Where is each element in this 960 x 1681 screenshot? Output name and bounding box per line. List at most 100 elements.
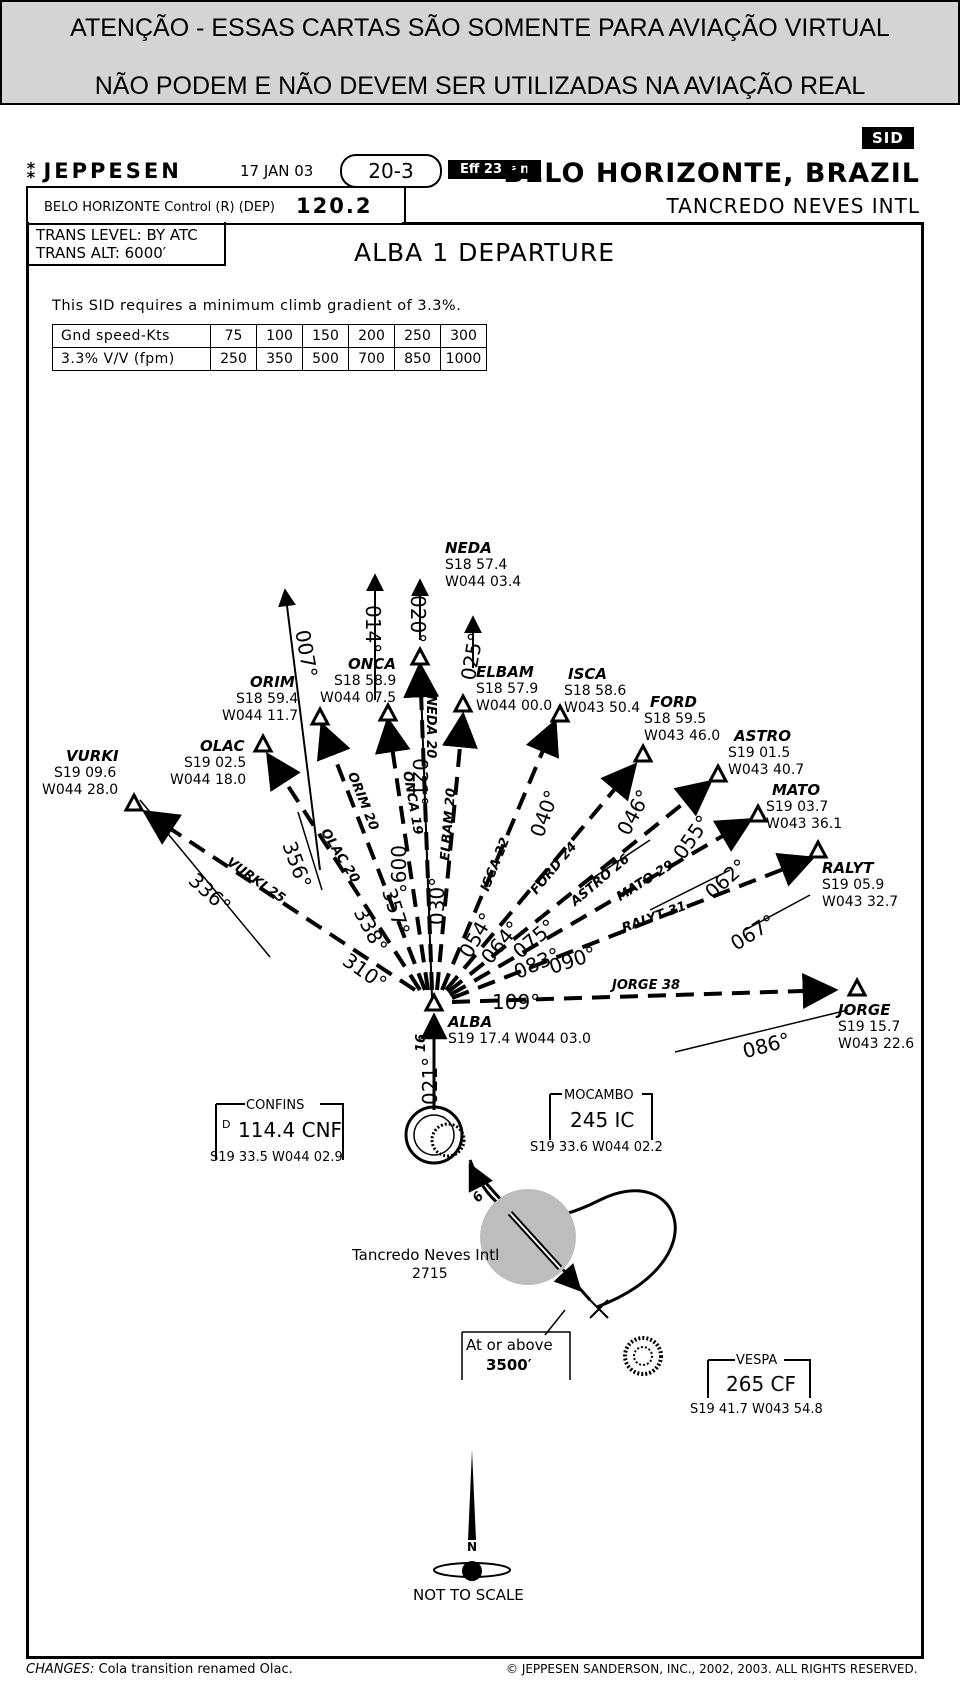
radial-020 — [419, 659, 433, 998]
fix-triangle-olac — [252, 732, 274, 753]
changes-text: Cola transition renamed Olac. — [98, 1662, 293, 1677]
leg-distance: 20 — [423, 740, 438, 759]
fix-name: FORD — [650, 693, 697, 711]
table-cell: 850 — [394, 347, 441, 371]
leg-distance: 20 — [442, 787, 460, 807]
mocambo-coords: S19 33.6 W044 02.2 — [530, 1140, 663, 1155]
fix-lat: S19 05.9 — [822, 877, 885, 893]
fix-triangle-ford — [632, 742, 654, 763]
fix-lat: S18 58.9 — [334, 673, 397, 689]
leg-distance-16: 16 — [414, 1033, 429, 1052]
leg-label-neda: NEDA 20 — [423, 695, 438, 758]
fix-name: JORGE — [838, 1001, 891, 1019]
mocambo-name: MOCAMBO — [564, 1088, 634, 1103]
fix-lat: S18 59.5 — [644, 711, 707, 727]
table-cell: 250 — [394, 324, 441, 348]
restriction-leader — [544, 1309, 566, 1336]
course-109: 109° — [492, 990, 541, 1014]
fix-triangle-orim — [309, 705, 331, 726]
departure-track-ah — [553, 1263, 582, 1292]
comm-frequency: 120.2 — [296, 194, 373, 218]
fix-lat: S18 57.9 — [476, 681, 539, 697]
fix-name: VURKI — [66, 747, 119, 765]
warning-line-1: ATENÇÃO - ESSAS CARTAS SÃO SOMENTE PARA … — [70, 14, 890, 42]
fix-name: RALYT — [822, 859, 874, 877]
fix-name: MATO — [772, 781, 821, 799]
course-014: 014° — [361, 605, 385, 654]
jeppesen-mark-icon: ⁑ — [26, 159, 40, 183]
transition-box: TRANS LEVEL: BY ATC TRANS ALT: 6000′ — [26, 222, 226, 266]
mocambo-box — [549, 1093, 653, 1140]
fix-lat: S19 01.5 — [728, 745, 791, 761]
trans-alt: TRANS ALT: 6000′ — [36, 244, 167, 262]
fix-triangle-neda — [409, 645, 431, 666]
leg-label-jorge: JORGE 38 — [612, 978, 680, 993]
leg-olac — [266, 751, 422, 992]
fix-triangle-jorge — [846, 976, 868, 997]
vespa-ndb-symbol — [623, 1336, 663, 1376]
vespa-freq: 265 CF — [726, 1372, 796, 1396]
leg-distance: 38 — [661, 978, 681, 993]
changes-label: CHANGES: — [26, 1662, 95, 1677]
north-arrow-icon — [468, 1450, 476, 1540]
altitude-restriction-line2: 3500′ — [486, 1356, 532, 1374]
confins-freq: 114.4 CNF — [238, 1118, 343, 1142]
leg-distance: 19 — [407, 815, 426, 836]
leg-name: JORGE — [612, 978, 658, 993]
fix-lat: S19 09.6 — [54, 765, 117, 781]
fix-triangle-elbam — [452, 692, 474, 713]
confins-name: CONFINS — [246, 1098, 305, 1113]
airport-name: TANCREDO NEVES INTL — [666, 194, 920, 218]
vespa-coords: S19 41.7 W043 54.8 — [690, 1402, 823, 1417]
fix-lat: S19 02.5 — [184, 755, 247, 771]
fix-name: OLAC — [200, 737, 245, 755]
fix-name: ALBA — [448, 1013, 493, 1031]
city-name: BELO HORIZONTE, BRAZIL — [503, 158, 920, 189]
table-header: 3.3% V/V (fpm) — [52, 347, 211, 371]
changes-note: CHANGES: Cola transition renamed Olac. — [26, 1662, 293, 1677]
table-cell: 75 — [210, 324, 257, 348]
table-cell: 150 — [302, 324, 349, 348]
airport-label: Tancredo Neves Intl — [352, 1246, 500, 1264]
course-021-inbound: 021° — [418, 1056, 442, 1105]
fix-lon: W043 22.6 — [838, 1036, 915, 1052]
warning-banner: ATENÇÃO - ESSAS CARTAS SÃO SOMENTE PARA … — [0, 0, 960, 105]
fix-triangle-mato — [747, 802, 769, 823]
confins-coords: S19 33.5 W044 02.9 — [210, 1150, 343, 1165]
leg-jorge — [451, 973, 839, 1010]
fix-lon: W044 11.7 — [222, 708, 299, 724]
course-020: 020° — [406, 595, 430, 644]
confins-box — [215, 1103, 344, 1160]
chart-frame-top — [402, 222, 921, 225]
climb-gradient-note: This SID requires a minimum climb gradie… — [52, 298, 462, 314]
fix-name: ORIM — [250, 673, 295, 691]
altitude-restriction-line1: At or above — [466, 1336, 553, 1354]
leg-ralyt — [451, 852, 816, 1000]
chart-type-badge: SID — [862, 127, 914, 149]
fix-lon: W044 28.0 — [42, 782, 119, 798]
radial-086 — [674, 1009, 849, 1053]
fix-name: ONCA — [348, 655, 396, 673]
fix-lon: W043 46.0 — [644, 728, 721, 744]
climb-table: Gnd speed-Kts 75 100 150 200 250 300 3.3… — [52, 324, 487, 371]
not-to-scale: NOT TO SCALE — [413, 1586, 524, 1604]
turn-arc-ah — [468, 1162, 493, 1193]
radial-062 — [649, 869, 731, 911]
leg-orim — [316, 721, 427, 991]
fix-triangle-ralyt — [807, 838, 829, 859]
warning-line-2: NÃO PODEM E NÃO DEVEM SER UTILIZADAS NA … — [94, 72, 866, 100]
vespa-box — [707, 1359, 811, 1398]
comm-box: BELO HORIZONTE Control (R) (DEP) 120.2 — [26, 186, 406, 225]
restriction-box — [461, 1331, 571, 1380]
radial-356-ref — [297, 811, 323, 891]
fix-triangle-vurki — [123, 791, 145, 812]
